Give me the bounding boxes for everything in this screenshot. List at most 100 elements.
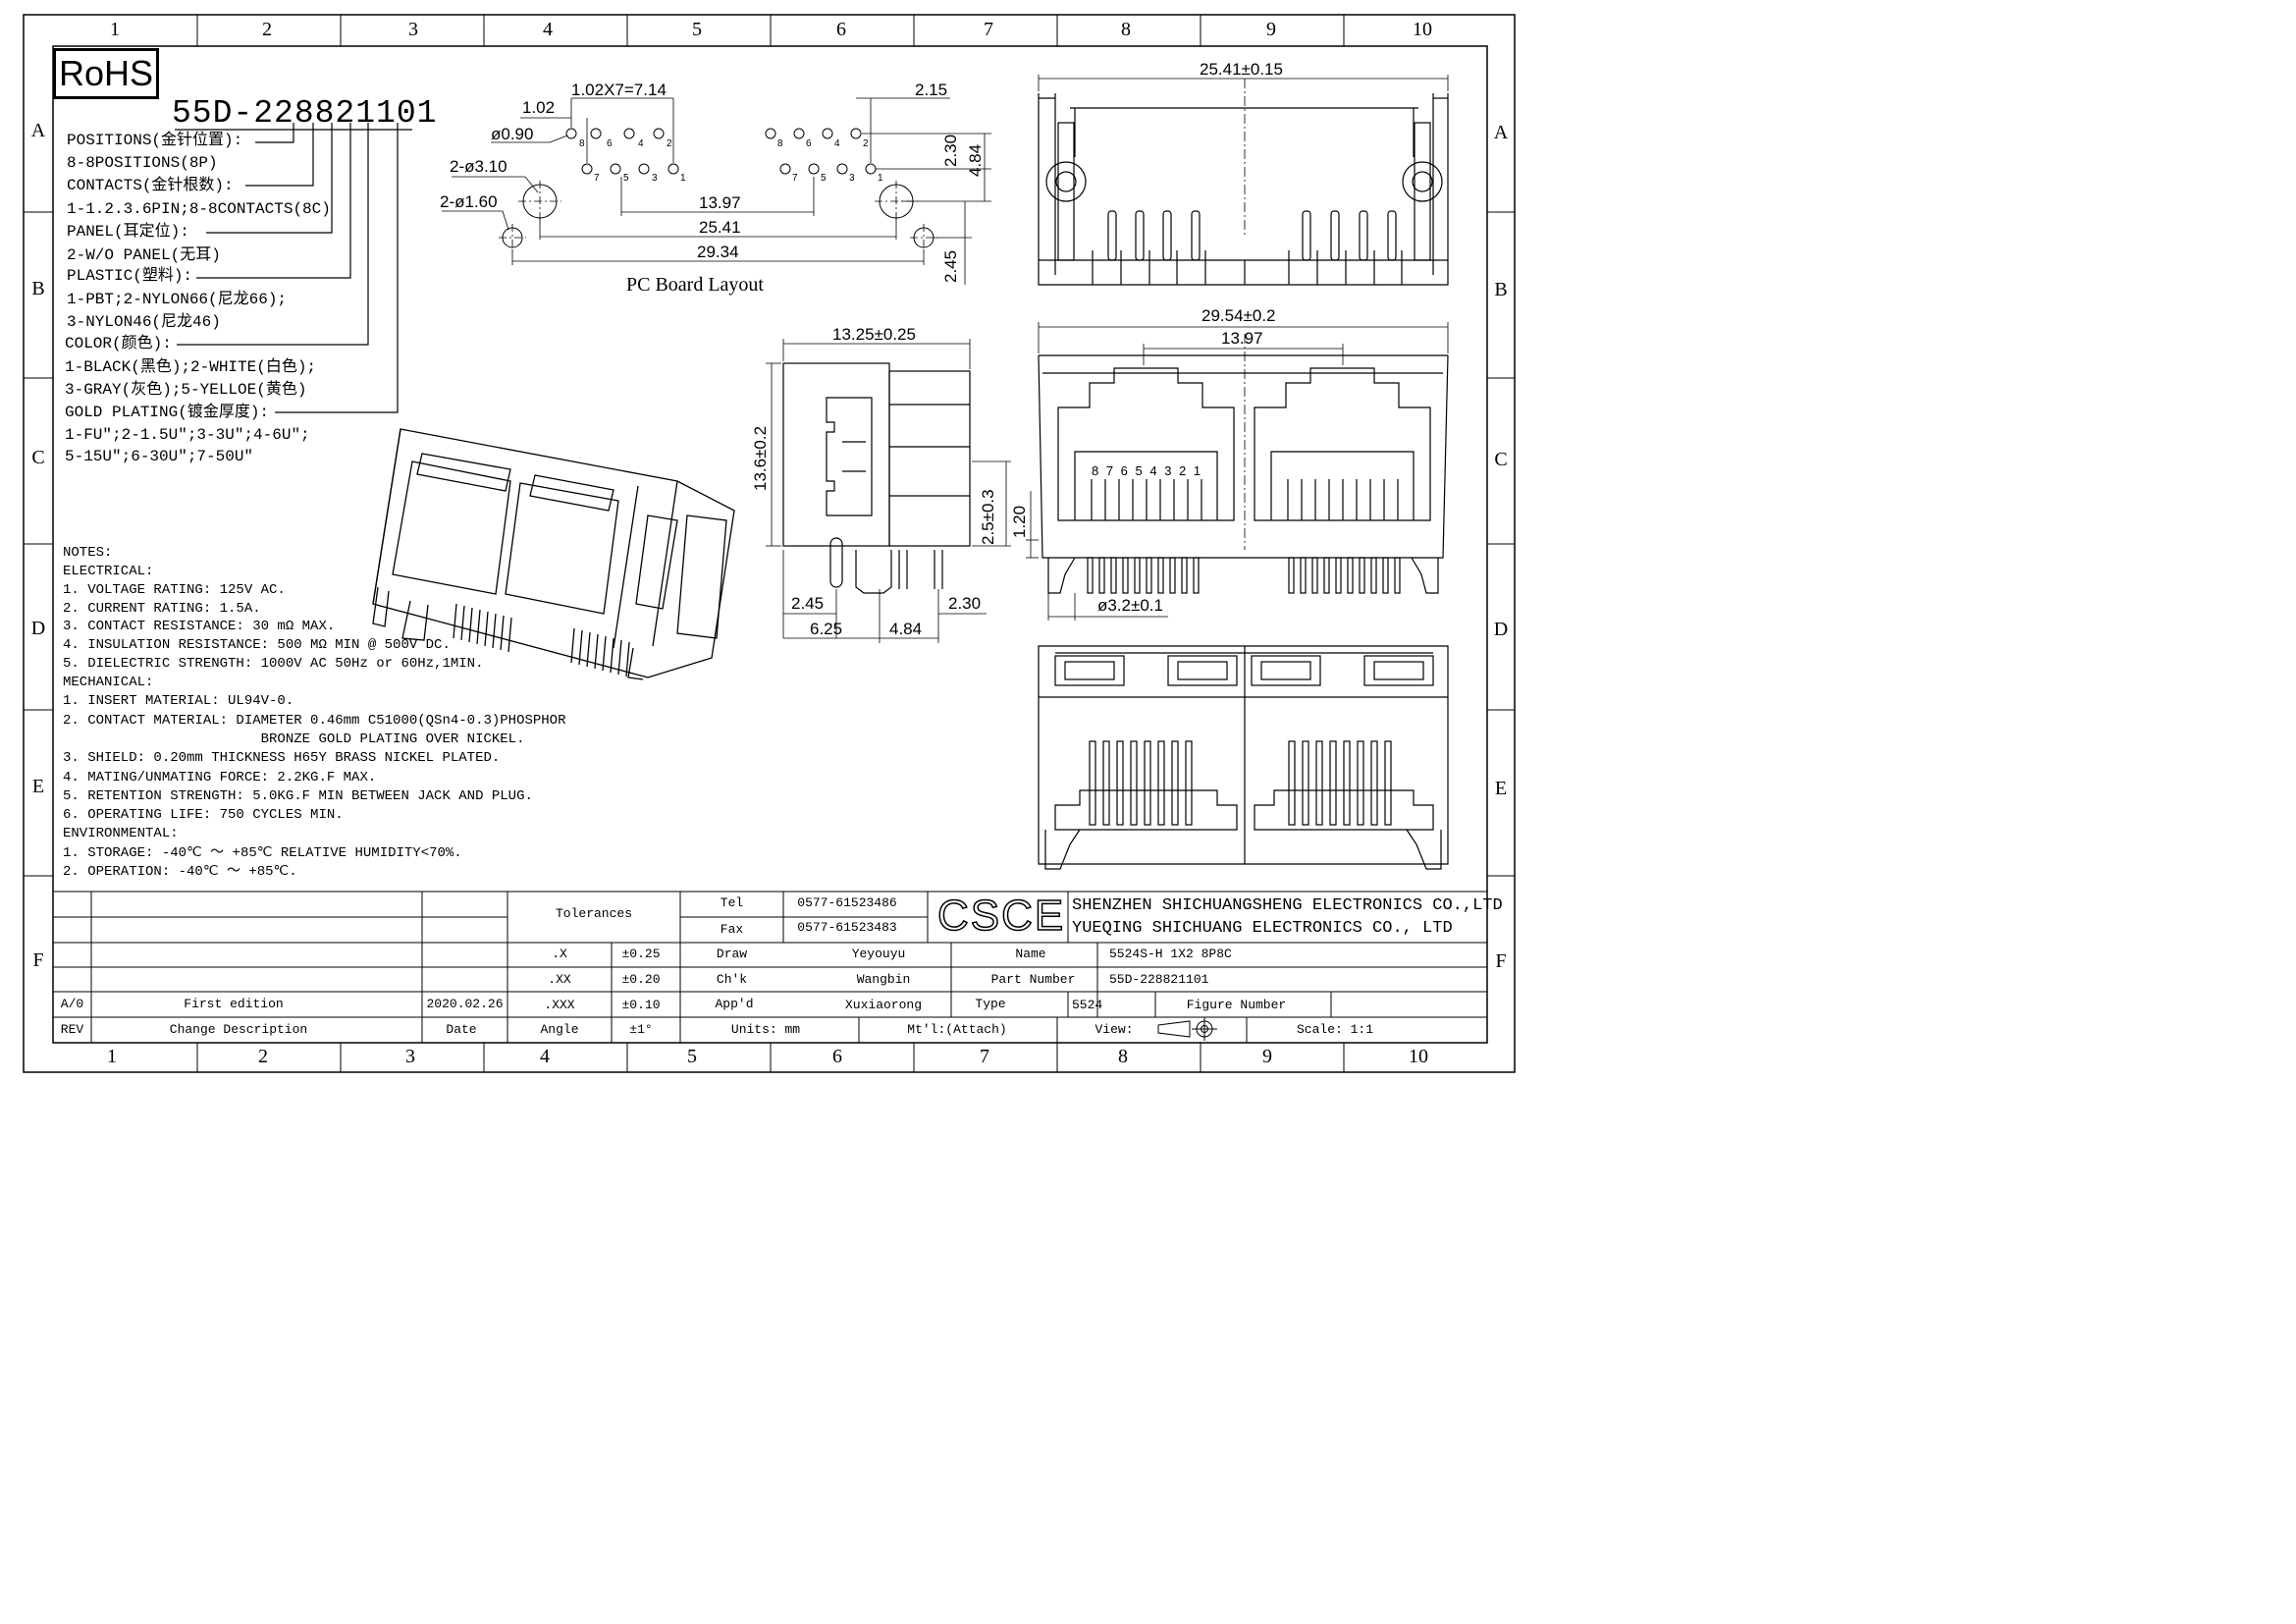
legend-line: 3-NYLON46(尼龙46) — [67, 313, 221, 331]
side-dim: 2.5±0.3 — [979, 489, 997, 545]
top-view-dim: 25.41±0.15 — [1200, 60, 1283, 79]
column-ticks — [196, 15, 1345, 1072]
grid-col-label: 6 — [832, 1046, 842, 1067]
note-line: 1. VOLTAGE RATING: 125V AC. — [63, 582, 286, 598]
grid-col-label: 1 — [107, 1046, 117, 1067]
top-view-drawing — [1038, 75, 1449, 286]
pcb-dim: 13.97 — [699, 193, 741, 212]
pcb-dim: 2-ø3.10 — [450, 157, 507, 176]
approved-label: App'd — [715, 997, 754, 1011]
approved-value: Xuxiaorong — [844, 998, 922, 1012]
pin-number: 3 — [849, 173, 855, 184]
grid-row-label: F — [1495, 950, 1507, 972]
fax-value: 0577-61523483 — [797, 920, 897, 935]
pin-number: 8 — [579, 138, 585, 149]
grid-col-label: 4 — [543, 19, 553, 40]
name-label: Name — [1015, 947, 1046, 961]
pcb-layout-drawing — [442, 97, 991, 285]
legend-line: GOLD PLATING(镀金厚度): — [65, 404, 270, 421]
legend-line: 1-PBT;2-NYLON66(尼龙66); — [67, 291, 288, 308]
front-view-pins — [1047, 557, 1439, 594]
grid-col-label: 3 — [408, 19, 418, 40]
grid-row-label: A — [30, 120, 46, 141]
company-name: YUEQING SHICHUANG ELECTRONICS CO., LTD — [1072, 919, 1453, 938]
note-line: 4. MATING/UNMATING FORCE: 2.2KG.F MAX. — [63, 770, 377, 785]
pcb-dim: 4.84 — [966, 143, 985, 177]
front-view-contacts — [1091, 479, 1399, 520]
rohs-badge: RoHS — [53, 48, 159, 99]
tolerance-value: ±0.20 — [621, 972, 661, 987]
grid-col-label: 7 — [984, 19, 993, 40]
pcb-dim: 1.02 — [522, 98, 556, 117]
drawing-sheet — [23, 14, 1516, 1073]
pin-number: 3 — [652, 173, 658, 184]
grid-row-label: C — [31, 447, 45, 468]
tel-value: 0577-61523486 — [797, 895, 897, 910]
pin-number: 5 — [623, 173, 629, 184]
legend-line: CONTACTS(金针根数): — [67, 177, 234, 194]
pcb-dimension-lines — [442, 97, 991, 285]
pcb-dim: 2.15 — [915, 81, 948, 99]
side-dim: 13.6±0.2 — [751, 425, 770, 491]
pin-number: 5 — [821, 173, 827, 184]
draw-value: Yeyouyu — [851, 947, 906, 961]
note-line: 5. RETENTION STRENGTH: 5.0KG.F MIN BETWE… — [63, 788, 533, 804]
grid-col-label: 3 — [405, 1046, 415, 1067]
grid-col-label: 6 — [836, 19, 846, 40]
pin-number: 1 — [878, 173, 883, 184]
note-line: 2. CURRENT RATING: 1.5A. — [63, 601, 261, 617]
pin-number: 7 — [792, 173, 798, 184]
grid-row-label: E — [31, 776, 45, 797]
rev-column-label: REV — [60, 1022, 84, 1037]
pcb-holes-right — [765, 128, 934, 248]
row-ticks — [24, 211, 1515, 877]
legend-line: 2-W/O PANEL(无耳) — [67, 246, 221, 264]
connector-3d-render — [372, 428, 735, 680]
legend-line: 1-BLACK(黑色);2-WHITE(白色); — [65, 358, 317, 376]
note-line: 3. CONTACT RESISTANCE: 30 mΩ MAX. — [63, 619, 336, 634]
legend-line: 3-GRAY(灰色);5-YELLOE(黄色) — [65, 381, 307, 399]
legend-line: 5-15U";6-30U";7-50U" — [65, 448, 254, 465]
tolerance-key: .X — [552, 947, 567, 961]
legend-line: COLOR(颜色): — [65, 335, 172, 352]
grid-row-label: B — [1494, 279, 1508, 300]
part-number-label: Part Number — [990, 972, 1076, 987]
note-line: 6. OPERATING LIFE: 750 CYCLES MIN. — [63, 807, 344, 823]
date-column-label: Date — [446, 1022, 477, 1037]
pin-number: 8 — [777, 138, 783, 149]
front-view-dim: 1.20 — [1010, 505, 1029, 538]
pcb-holes-left — [502, 128, 679, 248]
note-line: 5. DIELECTRIC STRENGTH: 1000V AC 50Hz or… — [63, 656, 484, 672]
grid-col-label: 9 — [1266, 19, 1276, 40]
front-view-dim: ø3.2±0.1 — [1097, 596, 1163, 615]
pcb-dim: 1.02X7=7.14 — [571, 81, 667, 99]
type-label: Type — [975, 997, 1006, 1011]
tolerance-key: Angle — [540, 1022, 579, 1037]
company-name: SHENZHEN SHICHUANGSHENG ELECTRONICS CO.,… — [1072, 896, 1503, 915]
front-view-drawing — [1026, 322, 1449, 621]
pin-number: 6 — [607, 138, 613, 149]
pin-number: 6 — [806, 138, 812, 149]
grid-col-label: 8 — [1121, 19, 1131, 40]
units-label: Units: mm — [730, 1022, 801, 1037]
inner-frame — [52, 45, 1488, 1044]
type-value: 5524 — [1072, 998, 1103, 1012]
note-line: 4. INSULATION RESISTANCE: 500 MΩ MIN @ 5… — [63, 637, 451, 653]
legend-line: PANEL(耳定位): — [67, 223, 189, 241]
tel-label: Tel — [720, 895, 744, 910]
part-code-leaders — [175, 123, 412, 413]
grid-col-label: 4 — [540, 1046, 550, 1067]
pin-number: 2 — [863, 138, 869, 149]
note-line: ENVIRONMENTAL: — [63, 826, 179, 841]
note-line: BRONZE GOLD PLATING OVER NICKEL. — [63, 731, 525, 747]
grid-row-label: A — [1493, 122, 1509, 143]
note-line: MECHANICAL: — [63, 675, 154, 690]
grid-col-label: 2 — [262, 19, 272, 40]
note-line: 1. STORAGE: -40℃ ～ +85℃ RELATIVE HUMIDIT… — [63, 845, 462, 861]
tolerance-key: .XXX — [544, 998, 575, 1012]
pin-number: 1 — [680, 173, 686, 184]
note-line: 2. CONTACT MATERIAL: DIAMETER 0.46mm C51… — [63, 713, 566, 729]
legend-line: 8-8POSITIONS(8P) — [67, 154, 218, 172]
grid-row-label: F — [32, 949, 44, 971]
change-description-label: Change Description — [169, 1022, 308, 1037]
